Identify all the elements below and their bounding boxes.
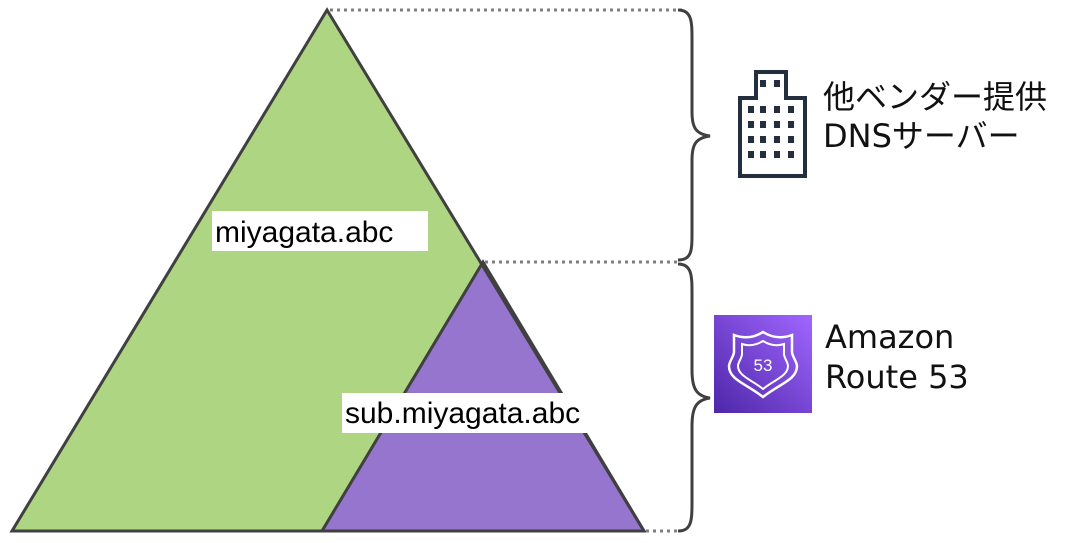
parent-zone-label: miyagata.abc <box>215 216 393 249</box>
child-zone-label-bg <box>342 393 628 433</box>
child-zone-label: sub.miyagata.abc <box>345 397 580 430</box>
parent-zone-outline <box>9 7 647 533</box>
route53-badge-text: 53 <box>754 356 773 375</box>
upper-provider-label-line2: DNSサーバー <box>823 117 1020 155</box>
lower-provider-label-line2: Route 53 <box>825 358 969 396</box>
upper-brace <box>677 8 711 262</box>
parent-zone-label-bg <box>212 211 428 251</box>
route53-shield-icon: 53 <box>714 315 812 413</box>
lower-provider-label-line1: Amazon <box>825 318 954 356</box>
lower-brace <box>677 262 711 533</box>
upper-provider-label-line1: 他ベンダー提供 <box>823 78 1047 116</box>
office-building-icon <box>738 70 807 178</box>
